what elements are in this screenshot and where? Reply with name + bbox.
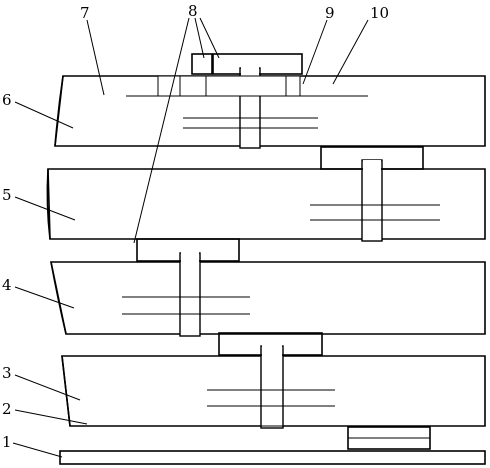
label-4: 4 <box>2 276 12 294</box>
part-labels: 1 2 3 4 5 6 7 8 9 10 <box>2 2 389 451</box>
inner-circuit-layer-6 <box>126 95 368 129</box>
label-2: 2 <box>2 400 12 418</box>
inner-circuit-layer-3 <box>87 389 335 427</box>
label-6: 6 <box>2 91 12 109</box>
substrate-layer-1 <box>59 450 486 465</box>
dielectric-layer-3 <box>61 355 486 427</box>
inner-circuit-layer-5 <box>55 204 440 240</box>
label-8: 8 <box>188 2 198 20</box>
label-7: 7 <box>80 4 90 22</box>
label-3: 3 <box>2 364 12 382</box>
via-layer-3 <box>260 345 284 429</box>
dielectric-layer-6 <box>54 75 486 147</box>
label-5: 5 <box>2 186 12 204</box>
label-9: 9 <box>325 4 335 22</box>
via-layer-4 <box>179 252 201 337</box>
inner-circuit-layer-4 <box>122 296 250 315</box>
label-1: 1 <box>2 433 12 451</box>
cavity-region-9-10 <box>157 75 301 97</box>
leader-lines <box>12 17 369 458</box>
label-10: 10 <box>370 4 389 22</box>
pad-small-8 <box>191 53 213 75</box>
dielectric-layer-5 <box>46 168 486 240</box>
dielectric-layer-4 <box>50 261 486 335</box>
via-layer-5 <box>361 159 383 242</box>
